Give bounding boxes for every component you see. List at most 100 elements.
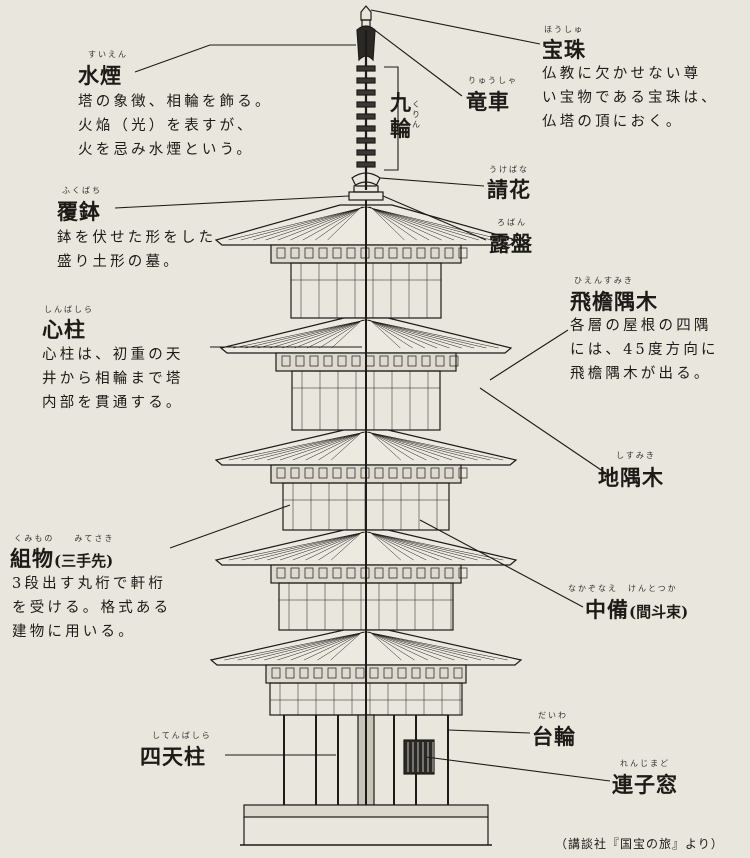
kurin-ring [356,101,376,108]
roof-rafter [367,319,475,349]
roof-rafter [366,319,487,349]
roof-rafter [369,431,414,461]
dairin-term: 台輪 [532,724,576,749]
roof-rafter [368,531,453,561]
dairin-ruby: だいわ [538,711,568,720]
leader-line [425,756,611,782]
bracket-block [458,247,468,259]
nakazonae-term: 中備 [585,597,629,622]
bracket-block [281,355,291,367]
bracket-block [397,667,407,679]
roof-rafter [369,206,430,241]
bracket-block [369,667,379,679]
roof-rafter [366,319,499,349]
bracket-block [295,355,305,367]
roof-rafter [305,431,364,461]
bracket-block [290,247,300,259]
roof-rafter [369,531,401,561]
bracket-block [346,567,356,579]
bracket-block [304,567,314,579]
roof-rafter [319,319,363,349]
roof-rafter [368,431,427,461]
leader-line [479,387,611,477]
roof-rafter [254,431,365,461]
bracket-block [435,355,445,367]
roof-rafter [302,206,363,241]
fukubachi-desc-line: 鉢を伏せた形をした [57,230,217,246]
roof-rafter [369,531,414,561]
fukubachi-desc-line: 盛り土形の墓。 [57,254,181,270]
roof-rafter [250,631,365,661]
kurin-ring [356,149,376,156]
bracket-block [402,467,412,479]
roof-rafter [290,206,363,241]
bracket-block [449,355,459,367]
bracket-block [416,247,426,259]
roban-ruby: ろばん [497,218,527,227]
bracket-block [327,667,337,679]
kumimono-term-sub: (三手先) [54,552,114,570]
kumimono-desc-line: 建物に用いる。 [12,624,136,640]
kurin-ring [356,65,376,72]
bracket-block [430,467,440,479]
roof-rafter [264,631,365,661]
roof-rafter [305,531,364,561]
leader-line [371,27,463,97]
kurin-ring [356,137,376,144]
roof-rafter [368,531,427,561]
hoju-desc-line: 仏塔の頂におく。 [542,114,684,130]
bracket-block [374,247,384,259]
kurin-term: 九輪 [390,90,412,141]
nakazonae-term-sub: (間斗束) [629,603,689,621]
kurin-ring [356,125,376,132]
roof-rafter [245,319,366,349]
bracket-block [453,667,463,679]
kumimono-desc-line: 3段出す丸桁で軒桁 [12,576,167,592]
shinbashira-term: 心柱 [42,317,86,342]
roof-rafter [367,631,482,661]
roof-rafter [366,206,504,241]
kurin-bracket [384,66,399,171]
bracket-block [383,667,393,679]
jisumiki-ruby: しすみき [616,451,656,460]
shinbashira-desc-line: 井から相輪まで塔 [42,371,184,387]
leader-lines [114,9,611,782]
roof-rafter [367,206,479,241]
roof-rafter [366,531,504,561]
bracket-block [346,467,356,479]
bracket-block [430,567,440,579]
roof-rafter [369,631,402,661]
bracket-block [374,567,384,579]
leader-line [379,177,485,187]
bracket-block [313,667,323,679]
bracket-block [304,467,314,479]
renjimado-ruby: れんじまど [620,759,670,768]
ukebana-ruby: うけばな [489,165,529,174]
roof-rafter [277,206,364,241]
roof-rafter [368,319,450,349]
roof-rafter [331,319,363,349]
roof-rafter [366,531,491,561]
roof-rafter [368,319,438,349]
roof-rafter [254,531,365,561]
leader-line [447,729,531,734]
bracket-block [444,467,454,479]
bracket-block [290,467,300,479]
roof-rafter [290,631,364,661]
hoju-desc-line: 仏教に欠かせない尊 [542,66,702,82]
bracket-block [276,567,286,579]
roof-rafter [369,206,442,241]
hienkumiki-ruby: ひえんすみき [574,276,634,285]
kurin-ring [356,113,376,120]
roof-rafter [366,206,492,241]
roban-shape [348,191,384,201]
bracket-block [402,567,412,579]
bracket-block [318,467,328,479]
roof-rafter [327,206,362,241]
hienkumiki-desc-line: 飛檐隅木が出る。 [570,366,712,382]
renjimado-term: 連子窓 [612,772,678,797]
roof-rafter [369,631,415,661]
roof-rafter [282,319,364,349]
roof-rafter [303,631,364,661]
